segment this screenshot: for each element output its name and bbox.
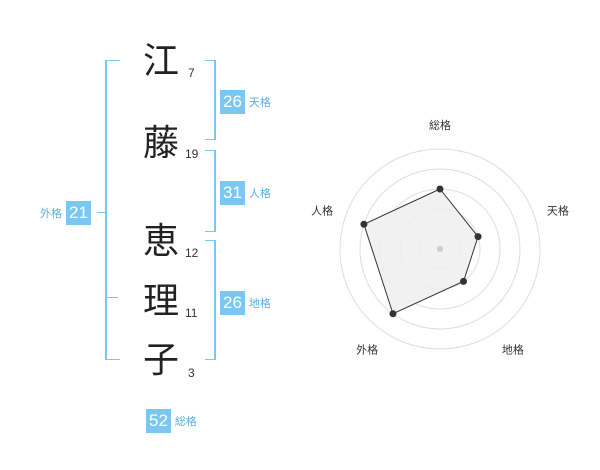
name-char-5: 子 — [143, 340, 180, 381]
gaikaku-bracket-tick — [105, 297, 118, 298]
stroke-count-1: 7 — [188, 66, 195, 80]
radar-axis-label: 天格 — [547, 204, 569, 218]
jinkaku-bracket — [205, 150, 216, 232]
stroke-count-5: 3 — [188, 366, 195, 380]
soukaku-label: 総格 — [174, 415, 197, 428]
tenkaku-label: 天格 — [248, 96, 271, 109]
gaikaku-label: 外格 — [40, 207, 62, 220]
radar-point — [474, 233, 482, 241]
radar-point — [360, 220, 368, 228]
radar-axis-label: 地格 — [502, 342, 524, 356]
tenkaku-bracket — [205, 60, 216, 140]
radar-point — [389, 310, 397, 318]
tenkaku-value: 26 — [220, 90, 245, 114]
gaikaku-value: 21 — [66, 201, 91, 225]
tenkaku-badge: 26 天格 — [220, 90, 271, 114]
stroke-count-4: 11 — [185, 306, 198, 320]
gaikaku-bracket-connector — [97, 212, 106, 213]
radar-axis-label: 外格 — [356, 342, 378, 356]
radar-area — [363, 188, 479, 315]
stroke-count-3: 12 — [185, 246, 199, 260]
name-char-4: 理 — [143, 281, 180, 322]
chikaku-badge: 26 地格 — [220, 291, 271, 315]
name-char-2: 藤 — [143, 123, 180, 164]
gaikaku-badge: 外格 21 — [40, 201, 91, 225]
radar-center — [437, 246, 443, 252]
name-char-3: 恵 — [143, 221, 180, 262]
radar-axis-label: 人格 — [311, 204, 333, 218]
jinkaku-value: 31 — [220, 181, 245, 205]
stroke-count-2: 19 — [185, 147, 199, 161]
jinkaku-badge: 31 人格 — [220, 181, 271, 205]
chikaku-value: 26 — [220, 291, 245, 315]
radar-ring — [359, 168, 521, 330]
radar-point — [436, 185, 444, 193]
soukaku-value: 52 — [146, 409, 171, 433]
chikaku-label: 地格 — [248, 297, 271, 310]
soukaku-badge: 52 総格 — [146, 409, 197, 433]
jinkaku-label: 人格 — [248, 187, 271, 200]
radar-axis-label: 総格 — [429, 118, 451, 132]
chikaku-bracket — [205, 240, 216, 360]
radar-point — [460, 277, 468, 285]
gaikaku-bracket — [105, 60, 120, 360]
name-char-1: 江 — [143, 41, 180, 82]
